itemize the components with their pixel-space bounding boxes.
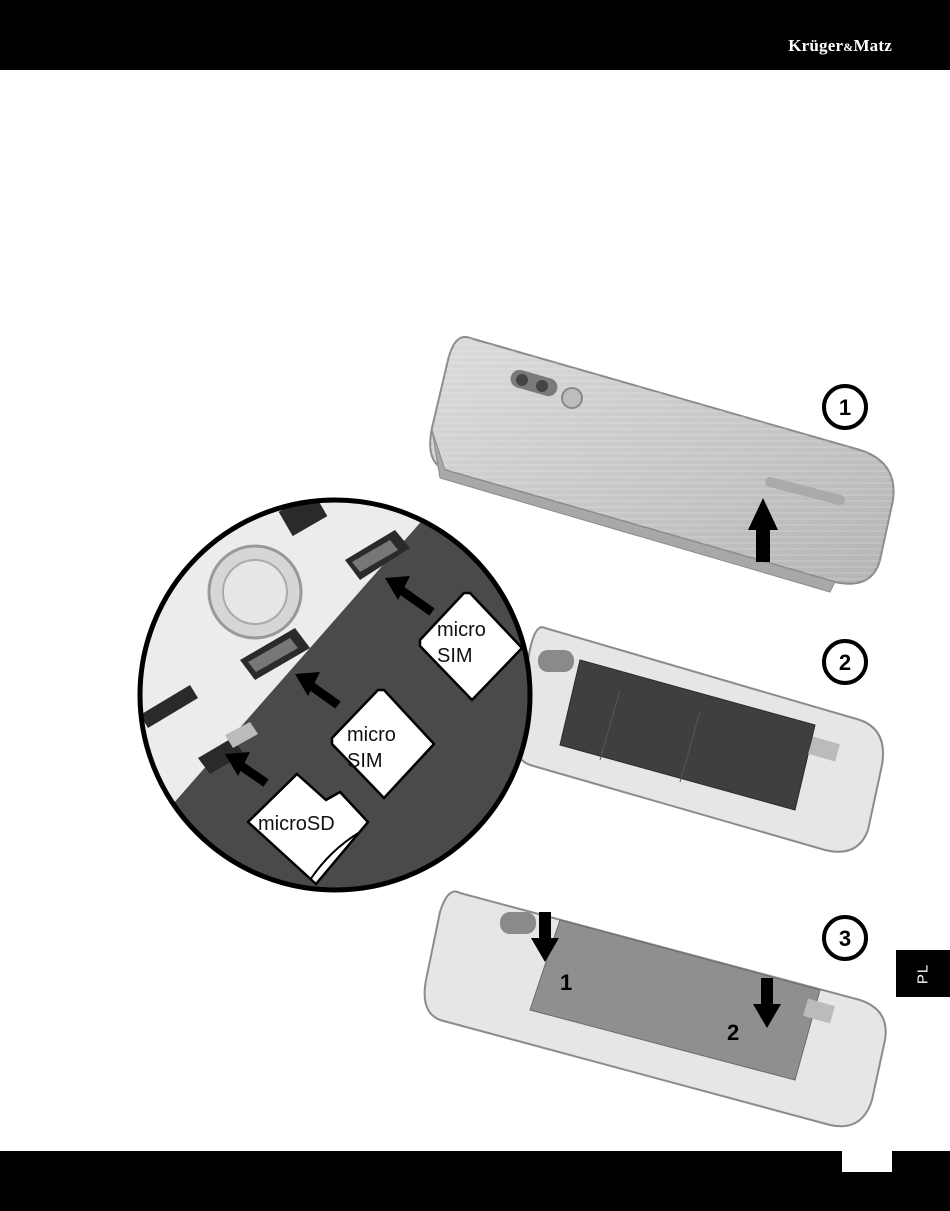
svg-text:micro: micro — [347, 724, 396, 746]
battery-marker-first: 1 — [560, 970, 572, 995]
svg-text:2: 2 — [839, 650, 851, 675]
svg-text:SIM: SIM — [437, 645, 473, 667]
svg-text:SIM: SIM — [347, 750, 383, 772]
language-code: PL — [915, 963, 932, 983]
footer-bar — [0, 1151, 950, 1211]
svg-text:1: 1 — [839, 395, 851, 420]
page-number-box — [842, 1150, 892, 1172]
step-3-phone — [425, 892, 886, 1127]
step-3-badge: 3 — [824, 917, 866, 959]
step-2-badge: 2 — [824, 641, 866, 683]
step-1-badge: 1 — [824, 386, 866, 428]
step-1-phone — [430, 337, 893, 592]
svg-text:micro: micro — [437, 619, 486, 641]
language-tab: PL — [896, 950, 950, 997]
svg-text:microSD: microSD — [258, 813, 335, 835]
battery-marker-second: 2 — [727, 1020, 739, 1045]
svg-text:3: 3 — [839, 926, 851, 951]
